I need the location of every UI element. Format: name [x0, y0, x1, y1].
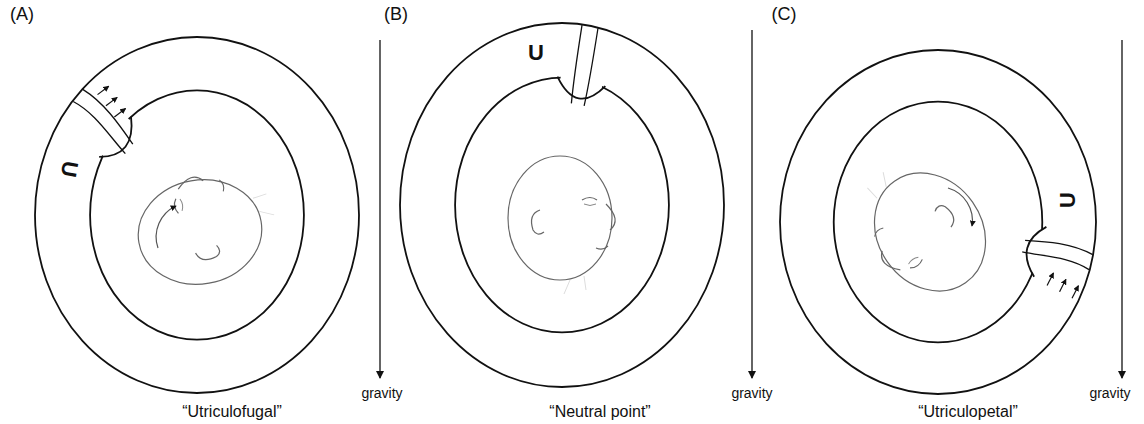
caption-text-holder: “Utriculopetal” [918, 403, 1018, 421]
caption-text-holder: “Utriculofugal” [182, 403, 282, 421]
gravity-label-holder: gravity [361, 384, 402, 402]
gravity-arrow [751, 30, 752, 378]
head-sketch [129, 164, 284, 293]
gravity-label-holder: gravity [731, 384, 772, 402]
flow-arrows [98, 86, 126, 117]
gravity-label: gravity [1089, 386, 1130, 400]
panel-letter-holder: (A) [10, 5, 34, 24]
panel-letter: (C) [772, 5, 797, 23]
cupula [554, 22, 614, 109]
caption-text: “Utriculopetal” [918, 404, 1018, 420]
caption-text: “Utriculofugal” [182, 404, 282, 420]
panel-letter: (A) [10, 5, 34, 23]
canal-ring [35, 37, 359, 393]
flow-arrows [1047, 273, 1078, 298]
gravity-label-holder: gravity [1089, 384, 1130, 402]
rotation-arrow [156, 206, 176, 248]
panel-letter-holder: (C) [772, 5, 797, 24]
utricle-letter-holder: U [528, 42, 544, 64]
head-sketch [841, 140, 1008, 314]
panel-letter: (B) [384, 5, 408, 23]
gravity-arrow [379, 40, 380, 378]
utricle-letter: U [1057, 192, 1079, 208]
head-sketch [508, 156, 615, 294]
gravity-arrow [1121, 40, 1122, 378]
cupula [59, 79, 144, 170]
utricle-letter: U [528, 42, 544, 64]
canal-ring [400, 22, 724, 387]
utricle-letter-holder: U [57, 159, 81, 178]
utricle-letter: U [57, 159, 81, 178]
panel-letter-holder: (B) [384, 5, 408, 24]
caption-text-holder: “Neutral point” [549, 403, 650, 421]
gravity-label: gravity [731, 386, 772, 400]
canal-ring [780, 50, 1096, 394]
utricle-letter-holder: U [1057, 192, 1079, 208]
cupula [1017, 222, 1096, 291]
rotation-arrow [948, 188, 972, 226]
gravity-label: gravity [361, 386, 402, 400]
caption-text: “Neutral point” [549, 404, 650, 420]
